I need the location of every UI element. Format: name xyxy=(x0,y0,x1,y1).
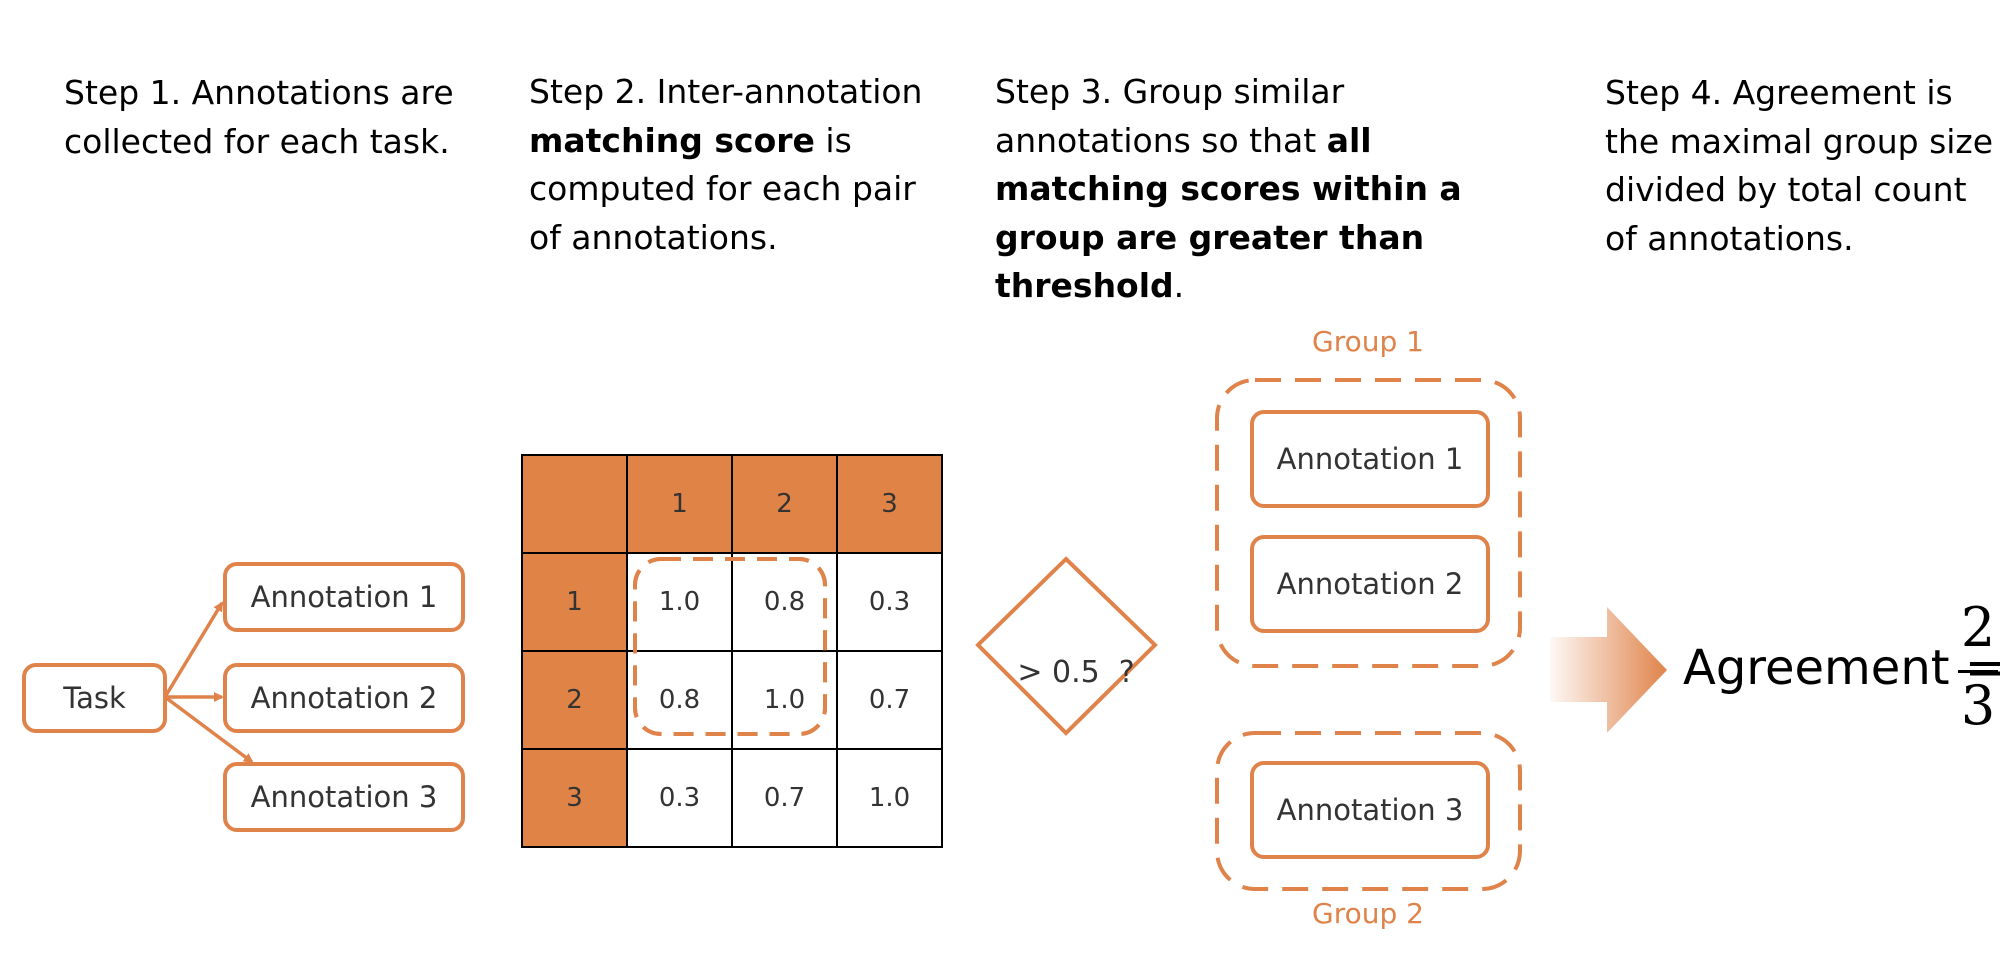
annotation-1-box: Annotation 1 xyxy=(223,562,465,632)
step-3-pre: Step 3. Group similar annotations so tha… xyxy=(995,72,1345,160)
group-1-annotation-1-box: Annotation 1 xyxy=(1250,410,1490,508)
step-4-content: Step 4. Agreement is the maximal group s… xyxy=(1605,73,1994,258)
threshold-label: > 0.5 ? xyxy=(978,620,1155,690)
annotation-2-label: Annotation 2 xyxy=(250,681,438,715)
step-2-text: Step 2. Inter-annotation matching score … xyxy=(529,68,949,262)
annotation-1-label: Annotation 1 xyxy=(250,580,438,614)
matrix-corner-cell xyxy=(521,454,628,554)
matrix-cell: 1.0 xyxy=(836,748,943,848)
agreement-numerator: 2 xyxy=(1960,596,1996,659)
matrix-col-header: 2 xyxy=(731,454,838,554)
step-3-text: Step 3. Group similar annotations so tha… xyxy=(995,68,1515,311)
group-2-boundary xyxy=(1215,731,1522,891)
agreement-label: Agreement = xyxy=(1683,640,2006,696)
step-2-pre: Step 2. Inter-annotation xyxy=(529,72,923,111)
matrix-row: 3 0.3 0.7 1.0 xyxy=(521,748,943,848)
matrix-col-header: 1 xyxy=(626,454,733,554)
matrix-cell: 0.7 xyxy=(836,650,943,750)
matrix-col-header: 3 xyxy=(836,454,943,554)
step-1-content: Step 1. Annotations are collected for ea… xyxy=(64,73,454,161)
agreement-fraction-bar xyxy=(1958,670,1998,673)
arrow-task-to-annotation-3 xyxy=(163,695,254,764)
matrix-cell: 1.0 xyxy=(626,552,733,652)
step-3-post: . xyxy=(1173,266,1185,305)
matrix-row-header: 1 xyxy=(521,552,628,652)
step-3-bold: all matching scores within a group are g… xyxy=(995,120,1462,306)
matrix-cell: 0.3 xyxy=(836,552,943,652)
group-1-annotation-2-label: Annotation 2 xyxy=(1276,567,1464,601)
step-1-text: Step 1. Annotations are collected for ea… xyxy=(64,69,484,166)
step-2-post: is computed for each pair of annotations… xyxy=(529,120,916,257)
matching-score-matrix: 1 2 3 1 1.0 0.8 0.3 2 0.8 1.0 0.7 3 0.3 … xyxy=(521,454,943,848)
group-1-annotation-1-label: Annotation 1 xyxy=(1276,442,1464,476)
step-4-text: Step 4. Agreement is the maximal group s… xyxy=(1605,69,2005,263)
matrix-header-row: 1 2 3 xyxy=(521,454,943,554)
task-box: Task xyxy=(22,663,167,733)
matrix-highlight-dashed-front xyxy=(633,557,827,736)
group-1-label: Group 1 xyxy=(1312,325,1424,358)
group-2-annotation-3-label: Annotation 3 xyxy=(1276,793,1464,827)
matrix-cell: 0.7 xyxy=(731,748,838,848)
threshold-diamond xyxy=(975,556,1158,736)
annotation-3-label: Annotation 3 xyxy=(250,780,438,814)
result-arrow xyxy=(1550,607,1667,733)
threshold-text: > 0.5 ? xyxy=(1017,655,1135,690)
matrix-row: 1 1.0 0.8 0.3 xyxy=(521,552,943,652)
group-2-annotation-3-box: Annotation 3 xyxy=(1250,761,1490,859)
annotation-2-box: Annotation 2 xyxy=(223,663,465,733)
group-1-annotation-2-box: Annotation 2 xyxy=(1250,535,1490,633)
arrow-task-to-annotation-1 xyxy=(163,601,224,698)
matrix-row-header: 3 xyxy=(521,748,628,848)
group-2-label: Group 2 xyxy=(1312,897,1424,930)
matrix-row: 2 0.8 1.0 0.7 xyxy=(521,650,943,750)
annotation-3-box: Annotation 3 xyxy=(223,762,465,832)
matrix-row-header: 2 xyxy=(521,650,628,750)
task-label: Task xyxy=(63,681,126,715)
agreement-denominator: 3 xyxy=(1960,674,1996,737)
step-2-bold: matching score xyxy=(529,120,815,160)
matrix-cell: 0.3 xyxy=(626,748,733,848)
